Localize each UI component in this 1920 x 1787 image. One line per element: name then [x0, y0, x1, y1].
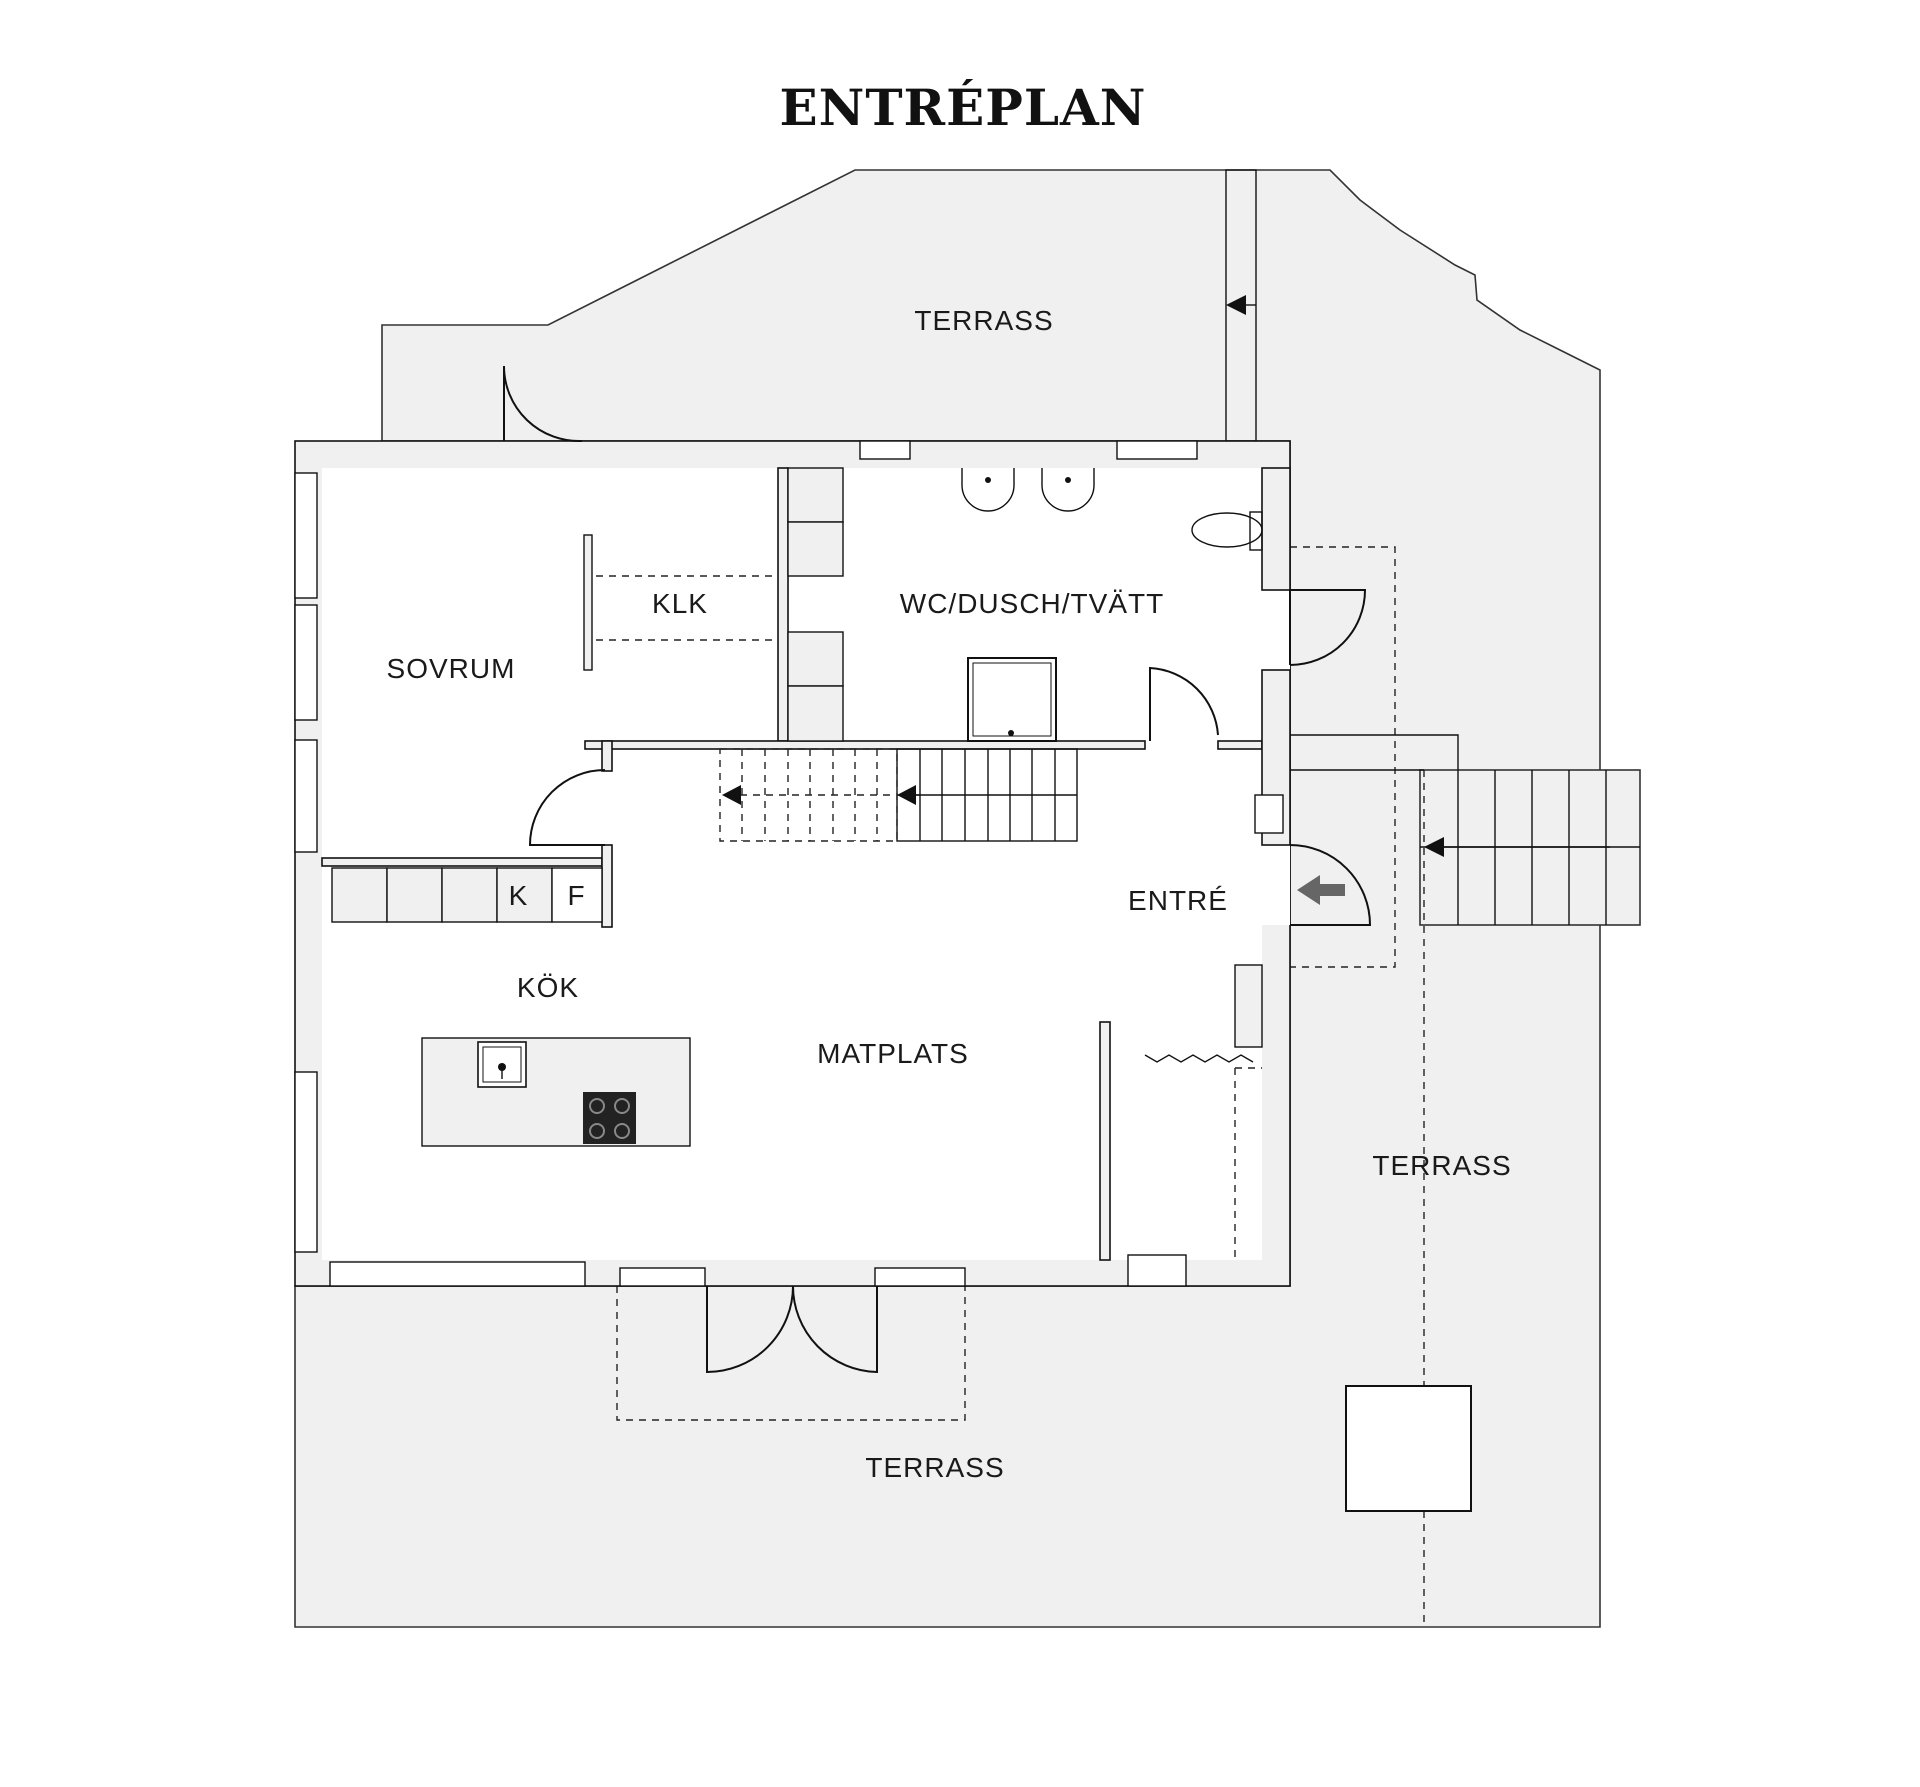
sink-icon — [477, 1041, 527, 1088]
label-entre: ENTRÉ — [1128, 885, 1228, 916]
label-kok: KÖK — [517, 972, 579, 1003]
toilet-icon — [1191, 511, 1263, 551]
wall-corridor — [584, 740, 1146, 750]
terrace-east-box — [1345, 1385, 1472, 1512]
wall-entre-partition — [1099, 1021, 1111, 1261]
klk-wardrobe — [583, 534, 778, 671]
outer-stair-arrow-head — [1424, 837, 1444, 857]
label-wc: WC/DUSCH/TVÄTT — [900, 588, 1164, 619]
door-south-right — [792, 1285, 878, 1374]
kitchen-fixtures — [331, 867, 691, 1147]
label-matplats: MATPLATS — [817, 1038, 969, 1069]
plan-title: ENTRÉPLAN — [780, 78, 1147, 137]
entry-canopy-outline — [1290, 546, 1396, 968]
terrace-area — [294, 169, 1641, 1628]
stair-arrow-dashed — [722, 785, 741, 805]
doors — [503, 365, 1372, 1374]
sink-icon — [1041, 468, 1095, 512]
stair-arrow-solid — [897, 785, 916, 805]
door-north — [503, 365, 583, 443]
wall-sovrum-kok — [321, 857, 603, 867]
entre-fixtures — [1144, 964, 1263, 1260]
terrace-north-arrow-head — [1226, 295, 1246, 315]
kitchen-island — [421, 1037, 691, 1147]
door-south-left — [706, 1285, 794, 1374]
label-sovrum: SOVRUM — [387, 653, 516, 684]
door-sovrum — [528, 769, 606, 846]
interior-stair — [719, 748, 1078, 842]
sink-icon — [961, 468, 1015, 512]
stove-icon — [583, 1092, 636, 1144]
wall-klk-wc — [777, 467, 789, 742]
wc-fixtures — [787, 467, 1263, 742]
windows — [294, 440, 1284, 1287]
label-terrace-south: TERRASS — [865, 1452, 1004, 1483]
door-wc — [1149, 666, 1219, 741]
shower-icon — [967, 657, 1057, 742]
label-fridge: K — [509, 880, 528, 911]
door-entrance — [1289, 844, 1372, 926]
label-terrace-north: TERRASS — [914, 305, 1053, 336]
label-klk: KLK — [652, 588, 708, 619]
south-canopy-outline — [616, 1286, 966, 1421]
label-freezer: F — [567, 880, 584, 911]
label-terrace-east: TERRASS — [1372, 1150, 1511, 1181]
door-wc-exterior — [1289, 589, 1367, 666]
entry-arrow-icon — [1297, 875, 1345, 905]
